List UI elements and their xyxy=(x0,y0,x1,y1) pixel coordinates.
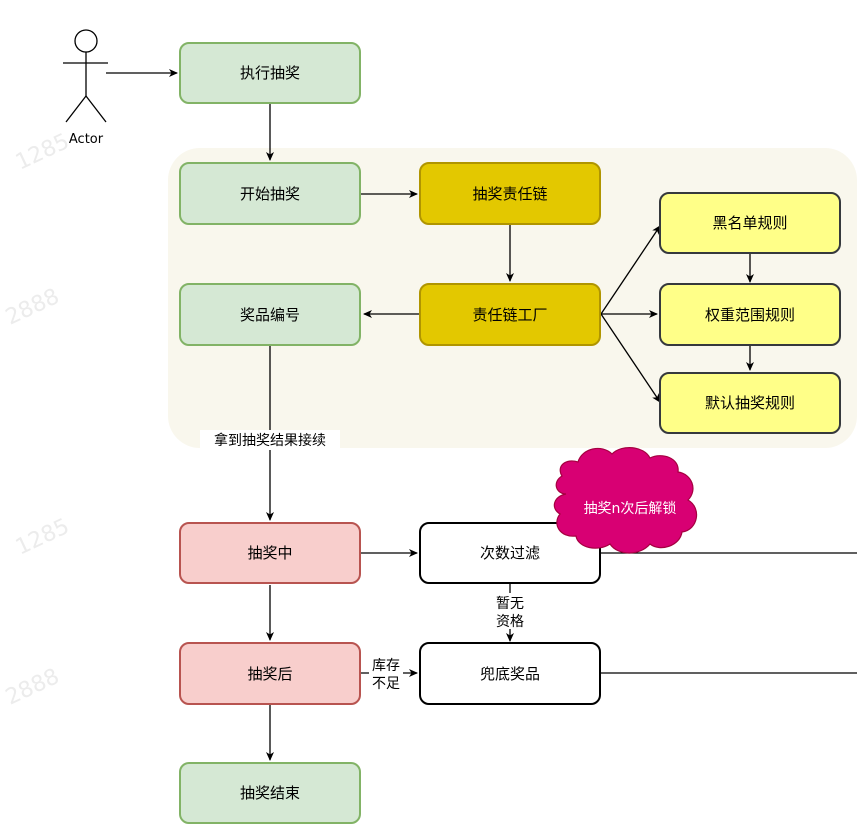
box-exec-label: 执行抽奖 xyxy=(240,64,300,82)
edge-label-no-qual-line2: 资格 xyxy=(496,614,524,630)
box-end-label: 抽奖结束 xyxy=(240,784,300,802)
box-count-filter: 次数过滤 xyxy=(419,522,601,584)
edge-label-stock-line1: 库存 xyxy=(372,658,400,674)
cloud-unlock-label: 抽奖n次后解锁 xyxy=(584,500,677,517)
box-fallback-prize: 兜底奖品 xyxy=(419,642,601,705)
watermark-3: 1285 xyxy=(12,514,73,560)
edge-label-get-result: 拿到抽奖结果接续 xyxy=(214,432,326,449)
edge-label-bg xyxy=(369,656,403,692)
box-end: 抽奖结束 xyxy=(179,762,361,824)
edge-label-bg xyxy=(200,430,340,450)
box-factory-label: 责任链工厂 xyxy=(472,306,547,324)
box-in-progress-label: 抽奖中 xyxy=(247,544,292,562)
box-after-label: 抽奖后 xyxy=(247,665,292,683)
edge-factory-blacklist xyxy=(600,225,661,315)
actor-icon xyxy=(63,29,108,123)
box-chain: 抽奖责任链 xyxy=(419,162,601,225)
box-weight-rule: 权重范围规则 xyxy=(659,283,841,346)
box-blacklist-rule: 黑名单规则 xyxy=(659,192,841,254)
edge-label-bg xyxy=(493,593,527,629)
box-exec: 执行抽奖 xyxy=(179,42,361,104)
box-default-label: 默认抽奖规则 xyxy=(705,394,795,412)
box-count-filter-label: 次数过滤 xyxy=(480,544,540,562)
edge-label-no-qual-line1: 暂无 xyxy=(496,596,524,612)
box-chain-label: 抽奖责任链 xyxy=(472,185,547,203)
box-start-label: 开始抽奖 xyxy=(240,185,300,203)
cloud-unlock: 抽奖n次后解锁 xyxy=(553,447,698,554)
watermark-2: 2888 xyxy=(2,284,63,330)
box-after: 抽奖后 xyxy=(179,642,361,705)
box-prize-id-label: 奖品编号 xyxy=(240,306,300,324)
box-default-rule: 默认抽奖规则 xyxy=(659,372,841,434)
watermark-4: 2888 xyxy=(2,664,63,710)
watermark-1: 1285 xyxy=(12,129,73,175)
box-in-progress: 抽奖中 xyxy=(179,522,361,584)
actor-label: Actor xyxy=(69,132,104,147)
box-factory: 责任链工厂 xyxy=(419,283,601,346)
edge-factory-default xyxy=(600,313,661,403)
box-weight-label: 权重范围规则 xyxy=(705,306,795,324)
box-blacklist-label: 黑名单规则 xyxy=(712,214,787,232)
box-fallback-label: 兜底奖品 xyxy=(480,665,540,683)
box-start: 开始抽奖 xyxy=(179,162,361,225)
edge-label-stock-line2: 不足 xyxy=(372,676,400,692)
box-prize-id: 奖品编号 xyxy=(179,283,361,346)
